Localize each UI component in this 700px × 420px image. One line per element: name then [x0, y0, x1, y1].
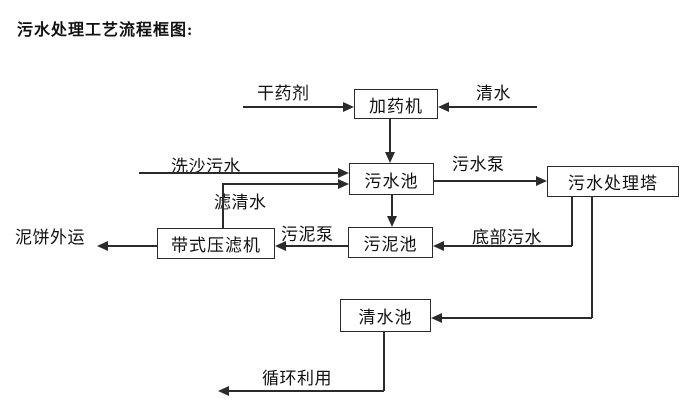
connector-clean-water-in-segment: [448, 106, 537, 108]
flow-label-dry-chemical: 干药剂: [257, 84, 310, 103]
flow-label-mud-cake-transport: 泥饼外运: [15, 228, 85, 247]
connector-sludge-to-press-arrowhead: [275, 241, 286, 251]
flow-label-filtered-water: 滤清水: [214, 193, 267, 212]
flow-label-sludge-pump: 污泥泵: [281, 225, 334, 244]
connector-tower-bottom-sewage-segment: [571, 197, 573, 246]
connector-sewage-pump-to-tower-arrowhead: [536, 176, 547, 186]
connector-dry-chemical-in-segment: [243, 106, 344, 108]
connector-press-mud-cake-out-arrowhead: [97, 241, 108, 251]
connector-filtered-water-back-arrowhead: [338, 179, 349, 189]
node-label: 污水池: [364, 171, 419, 191]
diagram-title: 污水处理工艺流程框图:: [17, 22, 194, 39]
connector-dry-chemical-in-arrowhead: [343, 102, 354, 112]
node-clean-water-pool: 清水池: [340, 299, 431, 332]
flow-label-recycle-use: 循环利用: [262, 369, 332, 388]
connector-sewage-to-sludge-segment: [391, 195, 393, 217]
connector-tower-to-clean-pool-segment: [591, 197, 593, 318]
node-sewage-pool: 污水池: [349, 163, 434, 195]
node-sewage-treatment-tower: 污水处理塔: [547, 166, 679, 197]
connector-tower-bottom-sewage-segment: [444, 245, 572, 247]
node-belt-filter-press: 带式压滤机: [157, 228, 275, 259]
connector-tower-bottom-sewage-arrowhead: [433, 241, 444, 251]
connector-sand-wash-in-arrowhead: [338, 168, 349, 178]
node-label: 污泥池: [363, 235, 418, 254]
connector-sewage-to-sludge-arrowhead: [387, 216, 397, 227]
node-label: 清水池: [358, 308, 413, 327]
connector-filtered-water-back-segment: [222, 183, 339, 185]
connector-tower-to-clean-pool-arrowhead: [431, 313, 442, 323]
connector-doser-to-sewage-pool-segment: [389, 119, 391, 153]
connector-filtered-water-back-segment: [222, 183, 224, 228]
node-label: 污水处理塔: [568, 174, 658, 193]
node-dosing-machine: 加药机: [354, 89, 438, 119]
connector-clean-water-in-arrowhead: [438, 102, 449, 112]
connector-doser-to-sewage-pool-arrowhead: [385, 152, 395, 163]
connector-clean-pool-recycle-arrowhead: [218, 386, 229, 396]
connector-sewage-pump-to-tower-segment: [434, 180, 536, 182]
node-label: 带式压滤机: [171, 236, 261, 255]
connector-sludge-to-press-segment: [286, 245, 348, 247]
connector-tower-to-clean-pool-segment: [442, 317, 592, 319]
node-label: 加药机: [369, 96, 423, 116]
flow-label-sewage-pump: 污水泵: [452, 155, 505, 174]
node-sludge-pool: 污泥池: [348, 227, 433, 258]
connector-sand-wash-in-segment: [139, 172, 339, 174]
flow-label-bottom-sewage: 底部污水: [472, 228, 542, 247]
connector-clean-pool-recycle-segment: [383, 332, 385, 391]
flow-label-clean-water: 清水: [476, 84, 511, 103]
connector-press-mud-cake-out-segment: [108, 245, 157, 247]
connector-clean-pool-recycle-segment: [229, 390, 384, 392]
flow-label-sand-washing-sewage: 洗沙污水: [171, 157, 241, 176]
